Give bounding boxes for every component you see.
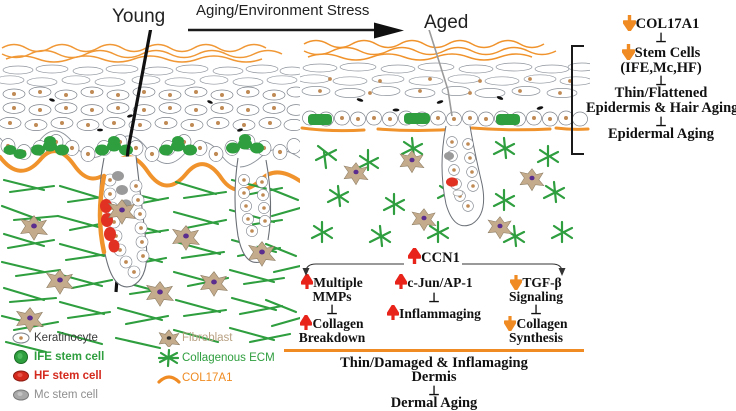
- stratum-corneum: [1, 43, 283, 63]
- hf-stem-cell-aged: [446, 177, 458, 187]
- collagen-breakdown-detail: Breakdown: [298, 329, 366, 345]
- ife-stem-cells: [3, 134, 264, 159]
- legend-item-mc-stem-cell: Mc stem cell: [8, 385, 153, 404]
- stem-cells-detail: (IFE,Mc,HF): [620, 59, 702, 76]
- legend-label: Keratinocyte: [34, 331, 98, 344]
- cascade-step-collagen-synthesis: Collagen: [488, 315, 584, 331]
- legend-label: Mc stem cell: [34, 388, 98, 401]
- cascade-step-col17a1: COL17A1: [586, 14, 736, 32]
- legend-item-keratinocyte: Keratinocyte: [8, 328, 153, 347]
- aged-skin-illustration: [300, 30, 590, 248]
- hf-stem-cell-icon: [8, 369, 34, 382]
- mmps-detail: MMPs: [312, 289, 352, 304]
- epidermis-bracket: [571, 45, 584, 155]
- mc-stem-cell-icon: [8, 388, 34, 401]
- dermis-summary-line1: Thin/Damaged & Inflamaging: [340, 354, 528, 371]
- transition-label: Aging/Environment Stress: [196, 2, 370, 19]
- mmp-column: Multiple MMPs ⊥ Collagen Breakdown: [284, 274, 380, 344]
- cascade-step-collagen-breakdown: Collagen: [284, 314, 380, 331]
- down-arrow-icon: [621, 43, 635, 60]
- down-connector: ⊥: [655, 73, 667, 89]
- legend-label: Fibroblast: [182, 331, 233, 344]
- dermal-aging-cascade: CCN1 Multiple MMPs ⊥ Collagen Breakdown: [284, 248, 584, 411]
- ife-stem-cell-icon: [8, 349, 34, 364]
- cascade-step-hair-aging: Epidermis & Hair Aging: [586, 100, 736, 117]
- dermal-aging-result: Dermal Aging: [390, 395, 478, 411]
- mc-stem-cell-aged: [444, 152, 454, 160]
- hair-follicle-young-2: [234, 157, 272, 264]
- ife-stem-cells-aged: [308, 113, 520, 125]
- cascade-step-tgfb: TGF-β: [488, 274, 584, 290]
- collagenous-ecm-icon: [156, 348, 182, 368]
- tgfb-column: TGF-β Signaling ⊥ Collagen Synthesis: [488, 274, 584, 344]
- cascade-step-cjun: c-Jun/AP-1: [382, 274, 486, 290]
- down-connector: ⊥: [530, 301, 542, 317]
- legend-item-hf-stem-cell: HF stem cell: [8, 366, 153, 385]
- legend-label: IFE stem cell: [34, 350, 105, 363]
- col17a1-follicle: [97, 173, 107, 255]
- dermis-summary-line2: Dermis: [411, 369, 457, 386]
- down-connector: ⊥: [428, 290, 440, 305]
- epidermal-aging-result: Epidermal Aging: [608, 125, 714, 142]
- down-arrow-icon: [510, 275, 523, 290]
- collagenous-ecm-young: [0, 178, 300, 354]
- stratum-corneum-aged: [303, 39, 557, 61]
- down-connector: ⊥: [326, 301, 338, 317]
- cascade-step-inflammaging: Inflammaging: [382, 305, 486, 321]
- young-skin-illustration: [0, 30, 300, 354]
- legend-label: HF stem cell: [34, 369, 102, 382]
- legend-item-collagenous-ecm: Collagenous ECM: [156, 347, 306, 368]
- fibroblasts-young: [16, 199, 276, 333]
- cjun-column: c-Jun/AP-1 ⊥ Inflammaging: [382, 274, 486, 321]
- fibroblasts-aged: [343, 150, 545, 240]
- collagen-synthesis-detail: Synthesis: [508, 329, 564, 345]
- panel-label-young: Young: [112, 6, 166, 27]
- col17a1-icon: [156, 371, 182, 385]
- up-arrow-icon: [300, 314, 313, 330]
- up-arrow-icon: [387, 305, 400, 320]
- epidermal-aging-cascade: COL17A1 ⊥ Stem Cells (IFE,Mc,HF) ⊥ Thin/…: [586, 14, 736, 142]
- corneocyte-layer: [0, 64, 300, 87]
- down-arrow-icon: [622, 15, 636, 31]
- hair-follicle-aged: [428, 30, 485, 227]
- down-connector: ⊥: [655, 113, 667, 129]
- legend-item-ife-stem-cell: IFE stem cell: [8, 347, 153, 366]
- cascade-hub-ccn1: CCN1: [408, 248, 460, 266]
- keratinocyte-layer: [0, 86, 300, 132]
- down-connector: ⊥: [655, 29, 667, 45]
- legend-label: COL17A1: [182, 371, 233, 384]
- legend-item-col17a1: COL17A1: [156, 368, 306, 387]
- legend-label: Collagenous ECM: [182, 351, 275, 364]
- keratinocyte-icon: [8, 332, 34, 344]
- cascade-step-mmps: Multiple: [284, 274, 380, 290]
- ccn1-branch-connectors: [302, 263, 566, 276]
- panel-label-aged: Aged: [424, 12, 469, 33]
- right-arrow-icon: [188, 22, 404, 39]
- cascade-step-thin-flattened: Thin/Flattened: [614, 85, 708, 102]
- legend-item-fibroblast: Fibroblast: [156, 328, 306, 347]
- dermis-divider: [284, 349, 584, 352]
- tgfb-detail: Signaling: [508, 289, 564, 304]
- down-arrow-icon: [504, 315, 517, 331]
- up-arrow-icon: [395, 274, 408, 289]
- col17a1-membrane: [0, 149, 300, 192]
- up-arrow-icon: [408, 248, 422, 264]
- cascade-step-stem-cells: Stem Cells: [586, 43, 736, 61]
- up-arrow-icon: [301, 274, 314, 289]
- fibroblast-icon: [156, 328, 182, 347]
- down-connector: ⊥: [428, 383, 440, 399]
- hf-stem-cells: [100, 199, 120, 253]
